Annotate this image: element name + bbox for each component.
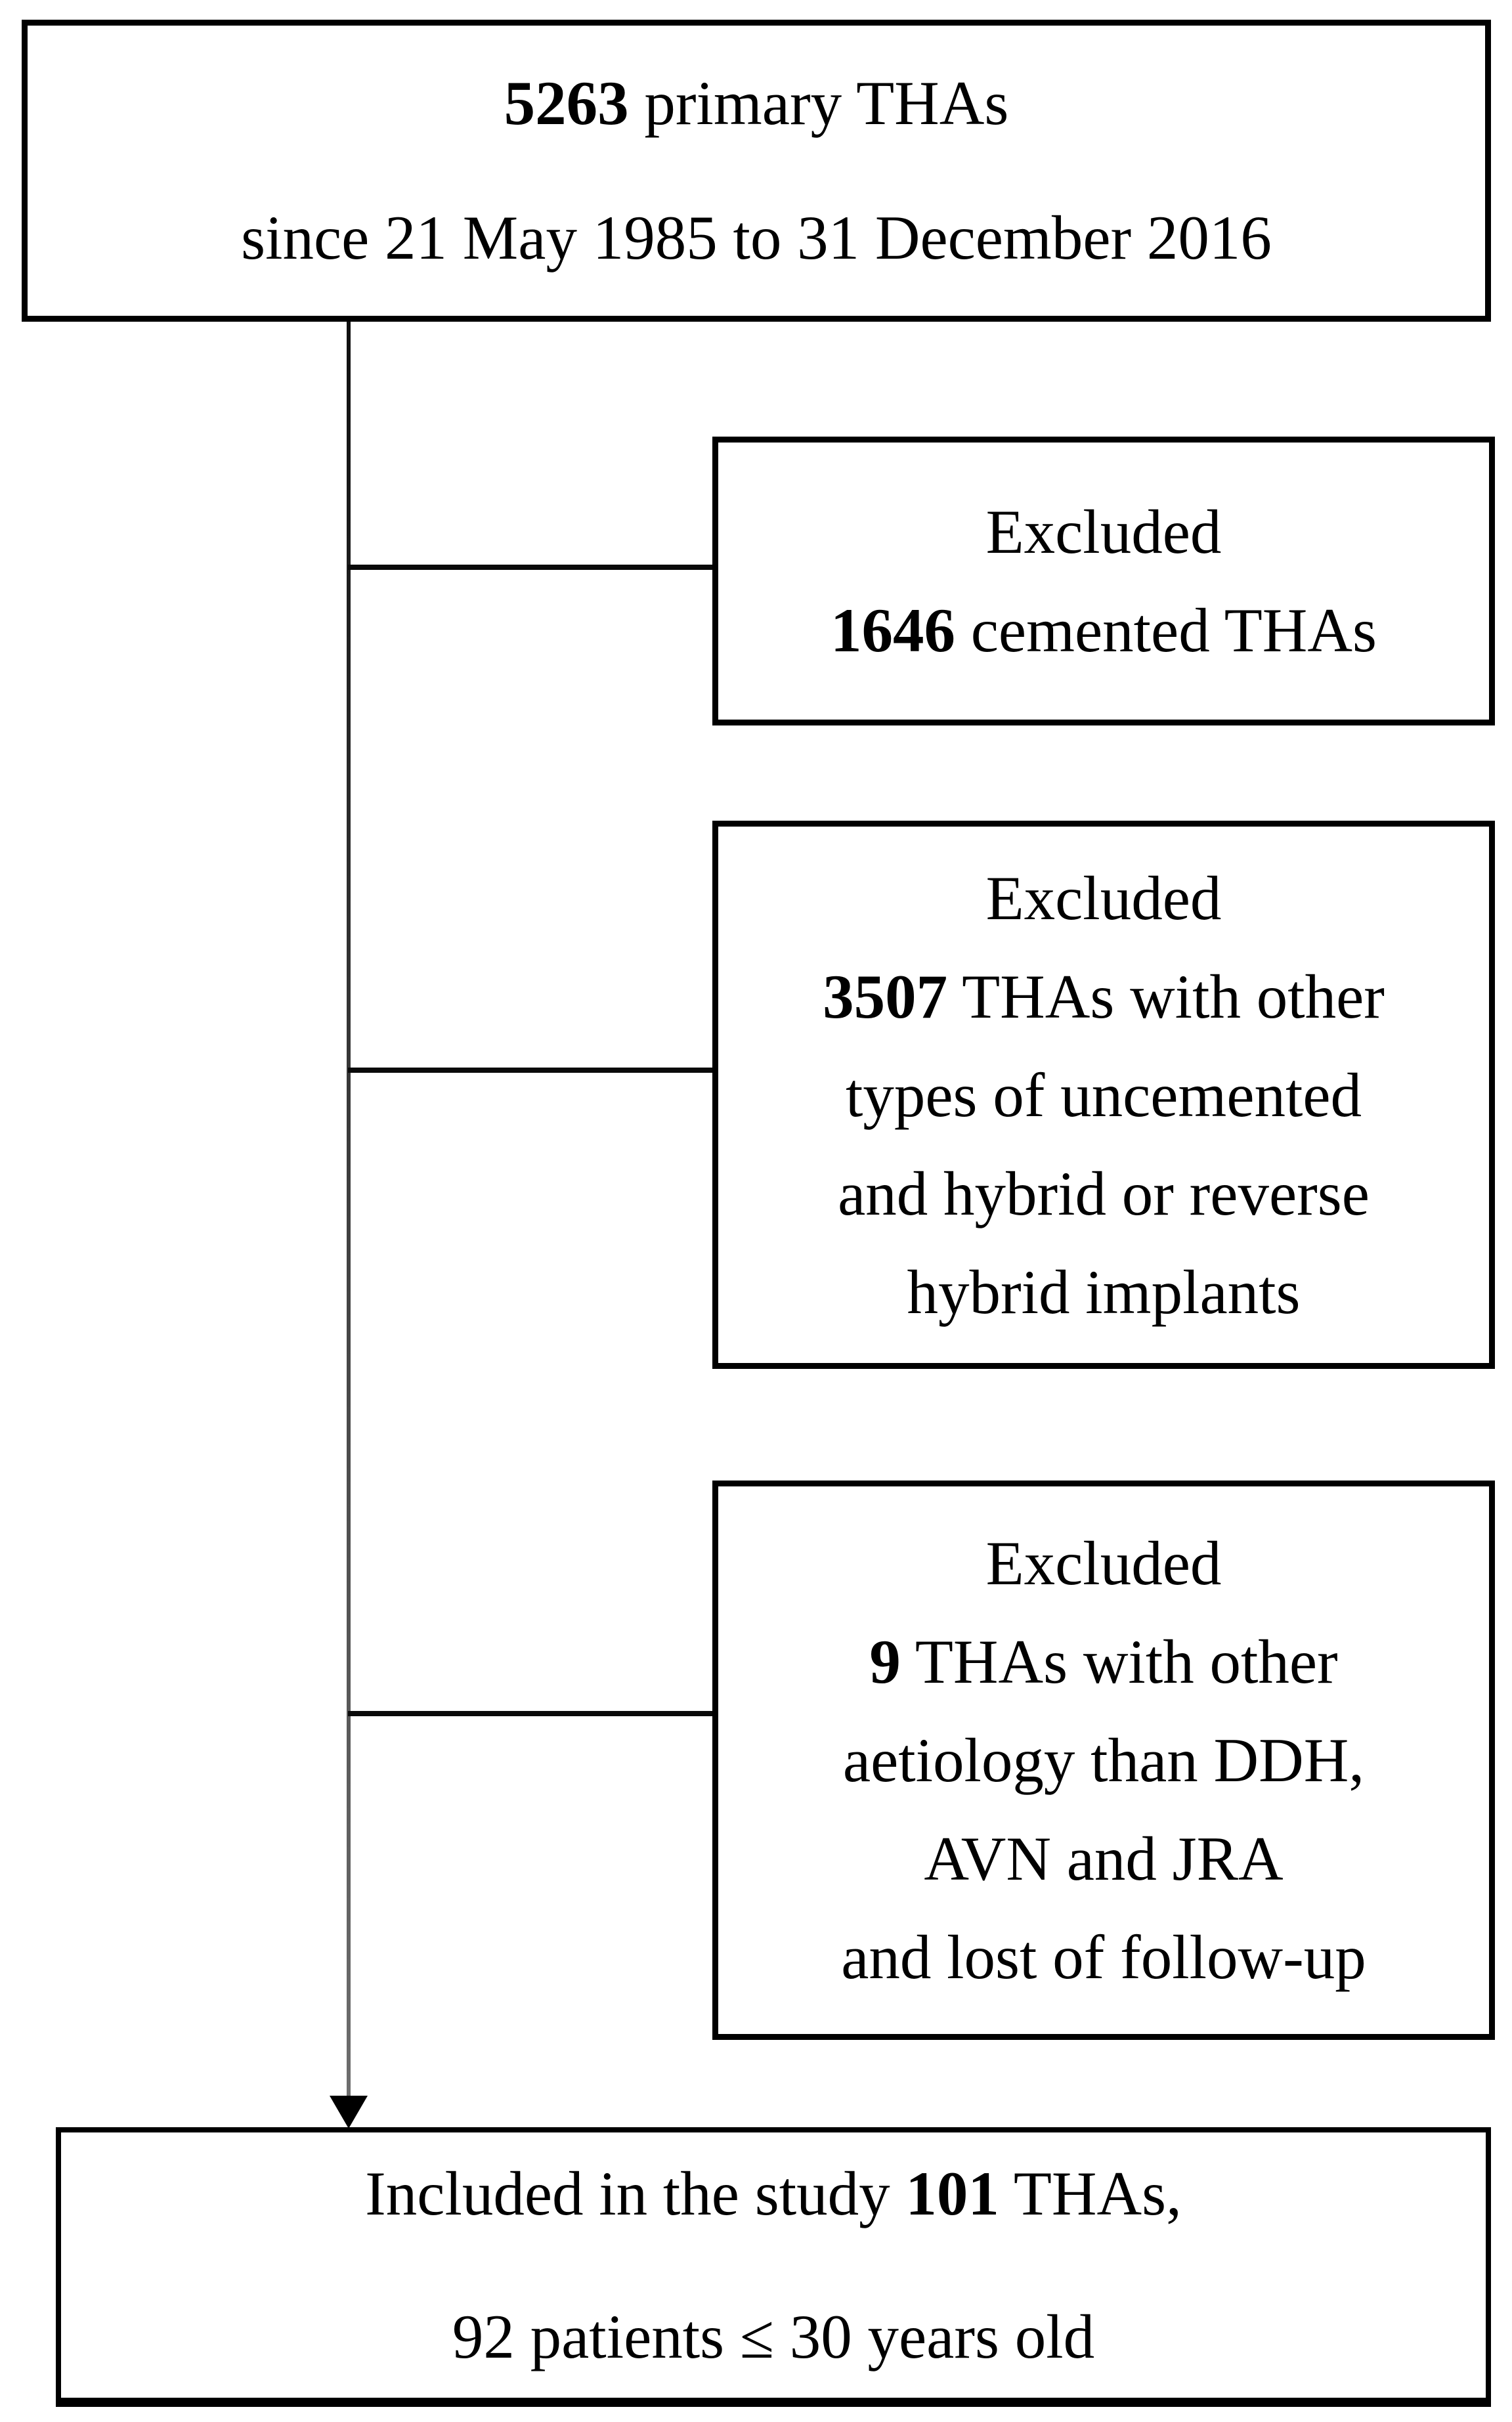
excluded-detail: hybrid implants xyxy=(907,1257,1301,1327)
excluded-detail: and lost of follow-up xyxy=(841,1922,1366,1992)
box-excluded-cemented: Excluded 1646 cemented THAs xyxy=(712,437,1495,725)
excluded-count: 1646 xyxy=(831,595,956,665)
excluded-title: Excluded xyxy=(985,497,1222,567)
box-excluded-other-aetiology: Excluded 9 THAs with other aetiology tha… xyxy=(712,1481,1495,2040)
excluded-title: Excluded xyxy=(985,1528,1222,1598)
excluded-title: Excluded xyxy=(985,863,1222,933)
connector-vertical-line xyxy=(347,322,351,2098)
included-line2: 92 patients ≤ 30 years old xyxy=(452,2302,1095,2371)
total-thas-count: 5263 xyxy=(504,68,629,138)
excluded-detail: 1646 cemented THAs xyxy=(831,595,1377,665)
excluded-detail: AVN and JRA xyxy=(924,1824,1284,1893)
excluded-count: 9 xyxy=(869,1627,901,1697)
connector-branch-1 xyxy=(348,565,714,570)
connector-branch-2 xyxy=(348,1068,714,1073)
included-line1: Included in the study 101 THAs, xyxy=(365,2159,1182,2228)
excluded-detail: types of uncemented xyxy=(845,1060,1362,1130)
box-included-in-study: Included in the study 101 THAs, 92 patie… xyxy=(56,2127,1491,2407)
excluded-detail: and hybrid or reverse xyxy=(838,1158,1370,1228)
arrow-down-icon xyxy=(330,2096,368,2129)
excluded-detail: 3507 THAs with other xyxy=(823,961,1385,1031)
total-thas-line1: 5263 primary THAs xyxy=(504,68,1009,138)
excluded-detail: aetiology than DDH, xyxy=(842,1725,1365,1795)
excluded-detail: 9 THAs with other xyxy=(869,1627,1338,1697)
connector-branch-3 xyxy=(348,1711,714,1716)
included-count: 101 xyxy=(905,2159,999,2228)
box-total-primary-thas: 5263 primary THAs since 21 May 1985 to 3… xyxy=(22,20,1491,322)
box-excluded-other-implants: Excluded 3507 THAs with other types of u… xyxy=(712,821,1495,1369)
excluded-count: 3507 xyxy=(823,961,948,1031)
total-thas-period: since 21 May 1985 to 31 December 2016 xyxy=(241,203,1272,272)
